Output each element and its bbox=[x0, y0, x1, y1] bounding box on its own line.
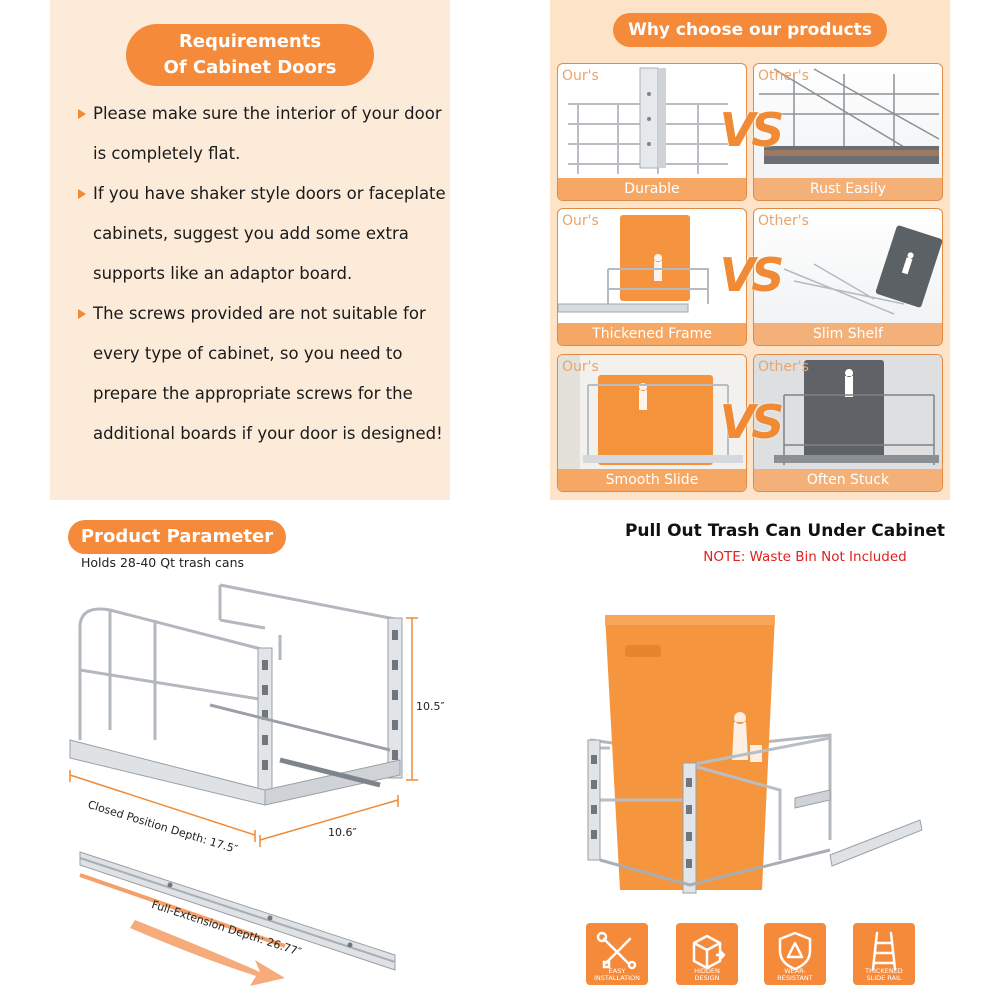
parameter-panel: Product Parameter Holds 28-40 Qt trash c… bbox=[50, 500, 450, 1000]
others-caption: Rust Easily bbox=[754, 178, 942, 200]
requirements-panel: Requirements Of Cabinet Doors Please mak… bbox=[50, 0, 450, 500]
height-dimension: 10.5″ bbox=[416, 700, 445, 713]
pullout-frame-drawing bbox=[69, 583, 418, 986]
ours-card-frame: Our's Thickened Frame bbox=[557, 208, 747, 346]
rusty-basket-image bbox=[759, 68, 940, 164]
tools-icon bbox=[596, 931, 637, 970]
others-card-shelf: Other's Slim Shelf bbox=[753, 208, 943, 346]
others-caption: Often Stuck bbox=[754, 469, 942, 491]
comparison-title: Why choose our products bbox=[613, 13, 887, 47]
cabinet-orange-bin-image bbox=[558, 355, 746, 491]
ours-card-slide: Our's Smooth Slide bbox=[557, 354, 747, 492]
requirement-line: supports like an adaptor board. bbox=[93, 264, 353, 283]
ours-label: Our's bbox=[562, 359, 599, 375]
vs-label: VS bbox=[719, 248, 785, 302]
parameter-title: Product Parameter bbox=[68, 520, 286, 554]
requirement-line: is completely flat. bbox=[93, 144, 241, 163]
requirements-title: Requirements Of Cabinet Doors bbox=[126, 24, 374, 86]
requirement-line: every type of cabinet, so you need to bbox=[93, 344, 403, 363]
cabinet-gray-bin-image bbox=[754, 355, 942, 491]
others-caption: Slim Shelf bbox=[754, 323, 942, 345]
wire-basket-image bbox=[568, 67, 728, 174]
capacity-text: Holds 28-40 Qt trash cans bbox=[81, 555, 245, 570]
others-card-stuck: Other's Often Stuck bbox=[753, 354, 943, 492]
tilted-bin-image bbox=[783, 225, 942, 315]
product-image bbox=[587, 615, 923, 894]
vs-label: VS bbox=[719, 395, 785, 449]
ours-caption: Thickened Frame bbox=[558, 323, 746, 345]
feature-wear-resistant: WEAR-RESISTANT bbox=[764, 923, 826, 985]
others-label: Other's bbox=[758, 359, 809, 375]
slide-rail-icon bbox=[871, 931, 897, 971]
ours-card-durable: Our's Durable bbox=[557, 63, 747, 201]
bullet-arrow-icon bbox=[78, 309, 86, 319]
others-card-rust: Other's Rust Easily bbox=[753, 63, 943, 201]
comparison-panel: Why choose our products Our's Durable Ot… bbox=[550, 0, 950, 500]
shield-icon bbox=[778, 931, 812, 971]
others-label: Other's bbox=[758, 213, 809, 229]
vs-label: VS bbox=[719, 103, 785, 157]
requirement-line: If you have shaker style doors or facepl… bbox=[78, 172, 446, 212]
bullet-arrow-icon bbox=[78, 189, 86, 199]
requirement-line: Please make sure the interior of your do… bbox=[78, 92, 444, 132]
requirement-line: additional boards if your door is design… bbox=[93, 424, 443, 443]
requirement-line: prepare the appropriate screws for the bbox=[93, 384, 413, 403]
others-label: Other's bbox=[758, 68, 809, 84]
bullet-arrow-icon bbox=[78, 109, 86, 119]
ours-label: Our's bbox=[562, 68, 599, 84]
box-icon bbox=[692, 934, 726, 970]
ours-caption: Smooth Slide bbox=[558, 469, 746, 491]
product-note: NOTE: Waste Bin Not Included bbox=[703, 549, 907, 565]
product-panel: Pull Out Trash Can Under Cabinet NOTE: W… bbox=[550, 500, 950, 1000]
requirement-line: cabinets, suggest you add some extra bbox=[93, 224, 409, 243]
requirements-list: Please make sure the interior of your do… bbox=[78, 92, 446, 452]
product-title: Pull Out Trash Can Under Cabinet bbox=[624, 521, 946, 541]
requirement-line: The screws provided are not suitable for bbox=[78, 292, 444, 332]
width-dimension: 10.6″ bbox=[328, 826, 357, 839]
orange-bin-image bbox=[558, 215, 709, 313]
ours-caption: Durable bbox=[558, 178, 746, 200]
ours-label: Our's bbox=[562, 213, 599, 229]
